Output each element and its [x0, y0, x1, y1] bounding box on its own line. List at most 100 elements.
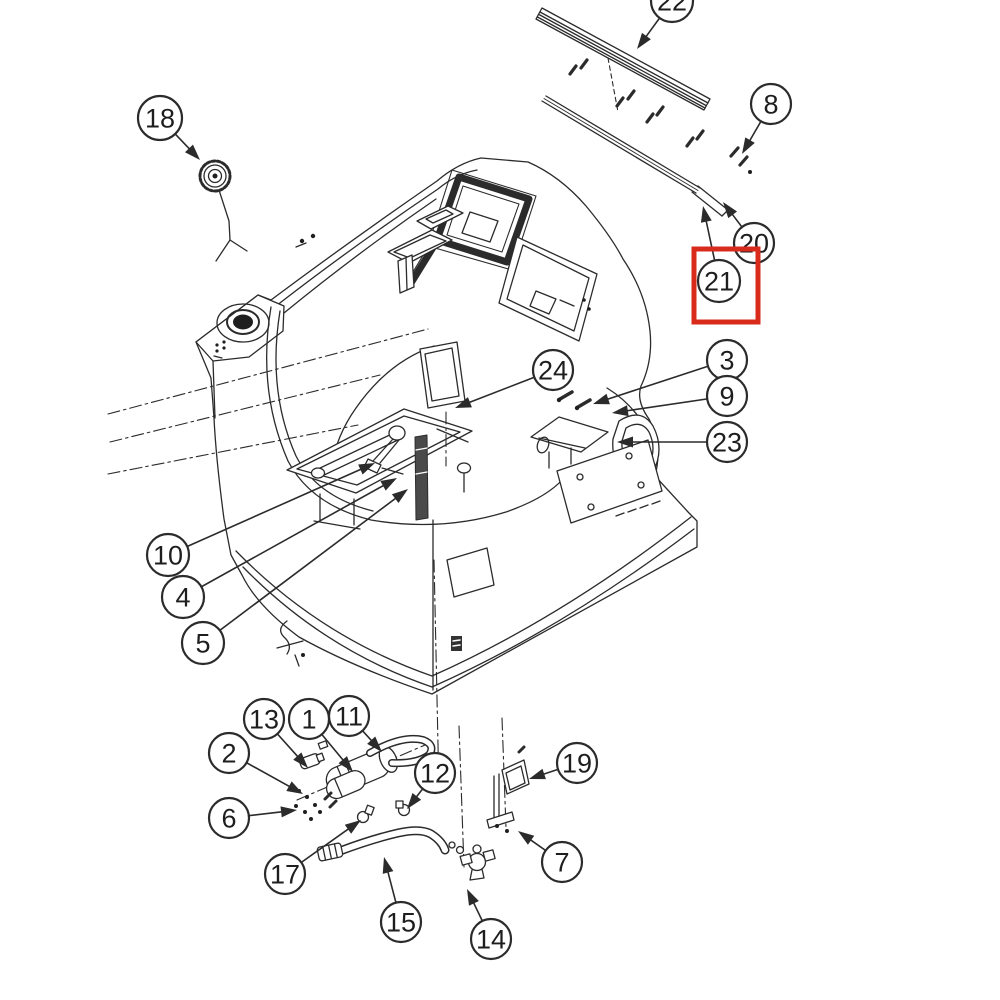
callout-circle-12[interactable]: [413, 751, 457, 795]
callout-number-13: 13: [249, 705, 279, 735]
leader-arrowhead-19: [529, 768, 546, 780]
leader-arrowhead-6: [280, 806, 297, 818]
callout-3[interactable]: 3: [705, 338, 749, 382]
cord-hook: [276, 620, 305, 667]
callout-number-20: 20: [739, 229, 769, 259]
front-panel-details: [446, 547, 495, 651]
callout-23[interactable]: 23: [705, 420, 749, 464]
squeegee-retainer-strip: [541, 57, 752, 217]
leader-arrowhead-13: [293, 752, 308, 768]
callout-circle-19[interactable]: [555, 741, 599, 785]
leader-line-3: [604, 359, 728, 402]
callout-18[interactable]: 18: [136, 94, 184, 142]
leader-line-4: [182, 483, 387, 598]
leader-arrowhead-7: [518, 831, 535, 845]
callout-number-15: 15: [386, 908, 416, 938]
callout-number-3: 3: [719, 346, 734, 376]
callout-circle-15[interactable]: [379, 900, 423, 944]
leader-arrowhead-12: [407, 792, 422, 809]
callout-8[interactable]: 8: [749, 82, 793, 126]
callout-6[interactable]: 6: [207, 796, 251, 840]
callout-circle-22[interactable]: [649, 0, 695, 24]
knob-part: [198, 159, 248, 262]
callout-12[interactable]: 12: [413, 751, 457, 795]
leader-arrowhead-15: [382, 857, 394, 874]
callout-11[interactable]: 11: [327, 694, 371, 738]
callout-24[interactable]: 24: [531, 348, 575, 392]
deck-recesses: [387, 205, 464, 294]
callout-7[interactable]: 7: [540, 840, 584, 884]
callout-2[interactable]: 2: [207, 731, 251, 775]
callout-circle-2[interactable]: [207, 731, 251, 775]
callout-number-12: 12: [420, 759, 450, 789]
callout-14[interactable]: 14: [469, 917, 513, 961]
callout-number-17: 17: [270, 860, 300, 890]
callout-circle-18[interactable]: [136, 94, 184, 142]
squeegee-blade-strip: [535, 7, 711, 111]
callout-circle-13[interactable]: [242, 697, 286, 741]
interior-machinery: [286, 408, 473, 530]
callout-4[interactable]: 4: [160, 574, 206, 620]
leader-arrowhead-3: [593, 393, 610, 405]
callout-number-9: 9: [719, 382, 734, 412]
mount-bracket: [486, 745, 530, 833]
leader-arrowhead-10: [358, 463, 375, 475]
callout-number-7: 7: [554, 848, 569, 878]
callout-circle-23[interactable]: [705, 420, 749, 464]
callout-circle-21[interactable]: [696, 258, 742, 304]
callout-number-23: 23: [712, 428, 742, 458]
squeegee-fasteners: [568, 58, 749, 167]
leader-line-5: [202, 495, 399, 644]
callout-number-10: 10: [153, 541, 183, 571]
callout-circle-17[interactable]: [263, 852, 307, 896]
callout-circle-5[interactable]: [180, 620, 226, 666]
callout-circle-20[interactable]: [732, 221, 776, 265]
callout-20[interactable]: 20: [732, 221, 776, 265]
callout-circle-14[interactable]: [469, 917, 513, 961]
leader-arrowhead-5: [391, 489, 408, 504]
callout-number-11: 11: [335, 702, 363, 732]
leader-arrowhead-1: [338, 756, 353, 772]
leader-arrowhead-24: [455, 397, 472, 408]
leader-arrowhead-17: [344, 820, 361, 834]
callout-9[interactable]: 9: [705, 374, 749, 418]
callout-circle-7[interactable]: [540, 840, 584, 884]
callout-circle-11[interactable]: [327, 694, 371, 738]
callout-10[interactable]: 10: [145, 532, 191, 578]
callout-15[interactable]: 15: [379, 900, 423, 944]
leader-arrowhead-22: [637, 32, 651, 49]
callout-13[interactable]: 13: [242, 697, 286, 741]
leader-arrowhead-2: [286, 781, 303, 794]
callout-21[interactable]: 21: [696, 258, 742, 304]
leader-arrowhead-4: [380, 478, 397, 491]
leader-arrowhead-9: [612, 405, 629, 417]
callout-circle-10[interactable]: [145, 532, 191, 578]
callout-number-21: 21: [704, 267, 734, 297]
callout-number-1: 1: [301, 705, 316, 735]
latch-assembly: [530, 390, 663, 524]
callout-circle-9[interactable]: [705, 374, 749, 418]
drain-valve-assembly: [294, 734, 496, 881]
callout-number-19: 19: [562, 749, 592, 779]
leader-arrowhead-23: [617, 436, 633, 448]
leader-arrowhead-11: [367, 736, 382, 752]
callout-19[interactable]: 19: [555, 741, 599, 785]
screw-cluster: [294, 789, 338, 821]
callout-circle-8[interactable]: [749, 82, 793, 126]
shutoff-valve: [459, 844, 496, 881]
callout-22[interactable]: 22: [649, 0, 695, 24]
leader-arrowhead-21: [700, 206, 712, 223]
callout-circle-24[interactable]: [531, 348, 575, 392]
callout-5[interactable]: 5: [180, 620, 226, 666]
callout-1[interactable]: 1: [287, 697, 331, 741]
callout-circle-4[interactable]: [160, 574, 206, 620]
callout-number-18: 18: [145, 104, 175, 134]
callout-number-22: 22: [657, 0, 687, 17]
callout-number-14: 14: [476, 925, 506, 955]
dash-panel: [498, 236, 598, 342]
callout-17[interactable]: 17: [263, 852, 307, 896]
callout-circle-6[interactable]: [207, 796, 251, 840]
leader-line-10: [167, 467, 365, 556]
highlight-box: [691, 246, 761, 325]
